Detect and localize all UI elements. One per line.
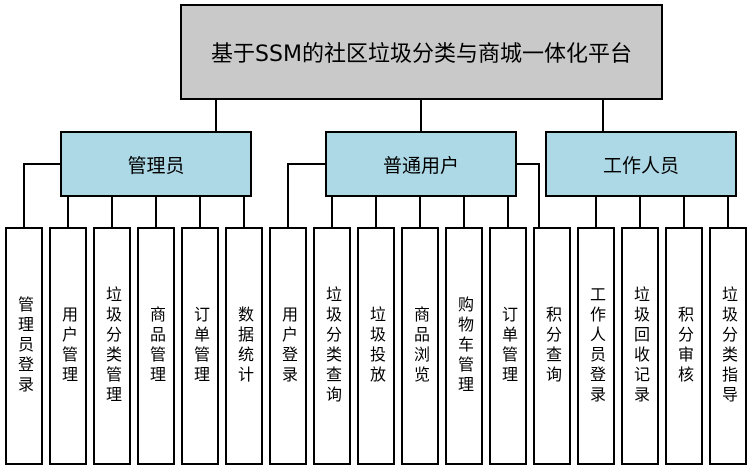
- leaf-label-user-management: 用户管理: [59, 306, 78, 386]
- leaf-label-data-statistics: 数据统计: [235, 306, 254, 386]
- group-box-user: 普通用户: [325, 131, 517, 197]
- connector: [23, 163, 60, 227]
- leaf-box-garbage-classification-management: 垃圾分类管理: [93, 227, 131, 465]
- leaf-box-garbage-disposal: 垃圾投放: [357, 227, 395, 465]
- leaf-label-order-management-user: 订单管理: [499, 306, 518, 386]
- leaf-box-user-login: 用户登录: [269, 227, 307, 465]
- connector: [287, 163, 325, 227]
- group-box-admin: 管理员: [60, 131, 252, 197]
- leaf-label-garbage-disposal: 垃圾投放: [367, 306, 386, 386]
- leaf-label-product-browsing: 商品浏览: [411, 306, 430, 386]
- leaf-box-order-management-user: 订单管理: [489, 227, 527, 465]
- leaf-box-admin-login: 管理员登录: [5, 227, 43, 465]
- leaf-label-staff-login: 工作人员登录: [587, 286, 606, 406]
- leaf-box-product-management: 商品管理: [137, 227, 175, 465]
- leaf-box-data-statistics: 数据统计: [225, 227, 263, 465]
- leaf-label-garbage-classification-management: 垃圾分类管理: [103, 286, 122, 406]
- diagram-title: 基于SSM的社区垃圾分类与商城一体化平台: [211, 42, 632, 67]
- leaf-box-shopping-cart-management: 购物车管理: [445, 227, 483, 465]
- leaf-box-points-query: 积分查询: [533, 227, 571, 465]
- leaf-label-garbage-classification-guidance: 垃圾分类指导: [719, 286, 738, 406]
- connector: [517, 163, 540, 227]
- group-box-staff: 工作人员: [545, 131, 737, 197]
- leaf-label-admin-login: 管理员登录: [15, 296, 34, 396]
- group-label-user: 普通用户: [382, 154, 459, 177]
- leaf-label-points-query: 积分查询: [543, 306, 562, 386]
- leaf-box-garbage-classification-query: 垃圾分类查询: [313, 227, 351, 465]
- leaf-box-garbage-recycling-records: 垃圾回收记录: [621, 227, 659, 465]
- leaf-label-garbage-recycling-records: 垃圾回收记录: [631, 286, 650, 406]
- leaf-box-staff-login: 工作人员登录: [577, 227, 615, 465]
- leaf-label-product-management: 商品管理: [147, 306, 166, 386]
- group-label-staff: 工作人员: [602, 154, 679, 177]
- leaf-label-points-review: 积分审核: [675, 306, 694, 386]
- leaf-box-order-management-admin: 订单管理: [181, 227, 219, 465]
- leaf-label-garbage-classification-query: 垃圾分类查询: [323, 286, 342, 406]
- leaf-label-order-management-admin: 订单管理: [191, 306, 210, 386]
- leaf-label-shopping-cart-management: 购物车管理: [455, 296, 474, 396]
- group-label-admin: 管理员: [127, 154, 185, 177]
- title-box: 基于SSM的社区垃圾分类与商城一体化平台: [180, 4, 663, 100]
- leaf-box-garbage-classification-guidance: 垃圾分类指导: [709, 227, 747, 465]
- leaf-box-product-browsing: 商品浏览: [401, 227, 439, 465]
- leaf-box-points-review: 积分审核: [665, 227, 703, 465]
- leaf-box-user-management: 用户管理: [49, 227, 87, 465]
- leaf-label-user-login: 用户登录: [279, 306, 298, 386]
